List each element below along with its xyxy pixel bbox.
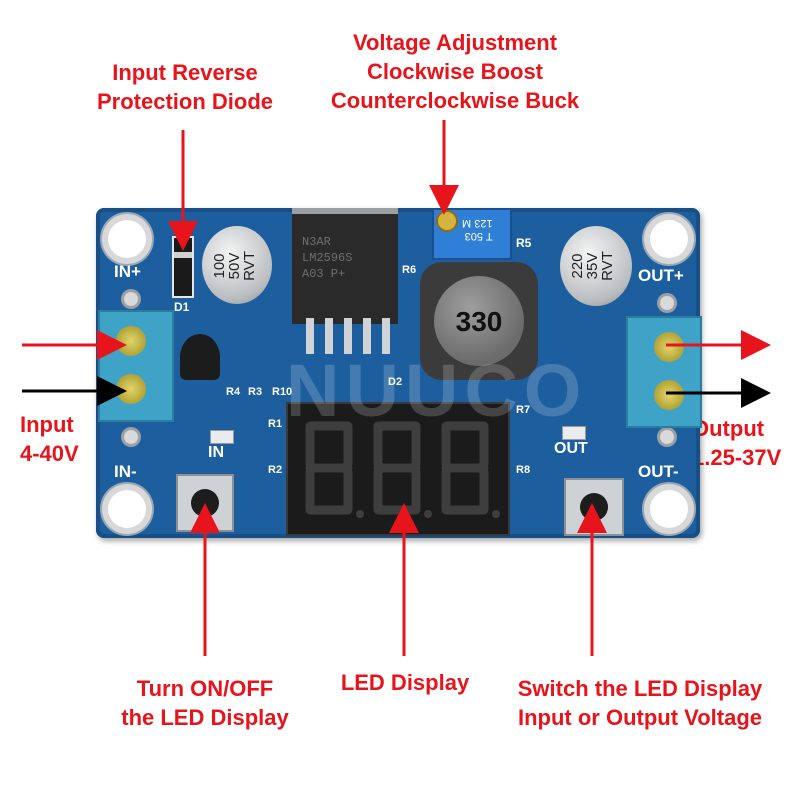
pad-out-1 xyxy=(660,296,674,310)
silk-out-led: OUT xyxy=(554,440,588,457)
pad-out-2 xyxy=(660,430,674,444)
led-display xyxy=(286,402,510,536)
label-output: Output 1.25-37V xyxy=(692,416,782,470)
label-led-display: LED Display xyxy=(340,670,470,695)
label-input: Input 4-40V xyxy=(20,412,79,466)
silk-r8: R8 xyxy=(516,464,531,476)
label-reverse-diode: Input Reverse Protection Diode xyxy=(96,60,273,114)
label-switch-display: Switch the LED Display Input or Output V… xyxy=(517,676,763,730)
silk-r2: R2 xyxy=(268,464,283,476)
regulator-ic: N3AR LM2596S A03 P+ xyxy=(292,208,398,324)
inductor: 330 xyxy=(420,262,538,380)
pad-in-2 xyxy=(124,430,138,444)
silk-out-plus: OUT+ xyxy=(638,266,684,285)
silk-d1: D1 xyxy=(174,300,190,314)
pcb-board: IN+ IN- OUT+ OUT- D1 100 50V RVT N3AR LM… xyxy=(96,208,702,538)
silk-r1: R1 xyxy=(268,418,283,430)
silk-in-minus: IN- xyxy=(114,462,137,481)
voltage-adjust-potentiometer[interactable]: T 503 123 M xyxy=(432,208,512,260)
silk-r4: R4 xyxy=(226,386,241,398)
output-terminal-block[interactable] xyxy=(626,316,702,428)
mount-hole-bottom-right xyxy=(650,490,688,528)
pad-in-1 xyxy=(124,292,138,306)
silk-r7: R7 xyxy=(516,404,531,416)
transistor xyxy=(180,334,220,380)
silk-d2: D2 xyxy=(388,376,403,388)
seven-segment-digits xyxy=(305,421,500,518)
mount-hole-top-right xyxy=(650,220,688,258)
silk-r5: R5 xyxy=(516,236,532,250)
watermark: NUUCO xyxy=(286,349,588,432)
silk-in-plus: IN+ xyxy=(114,262,141,281)
label-turn-onoff: Turn ON/OFF the LED Display xyxy=(121,676,289,730)
silk-in-led: IN xyxy=(208,444,224,461)
silk-r10: R10 xyxy=(272,386,293,398)
out-led xyxy=(562,426,586,440)
silk-r3: R3 xyxy=(248,386,263,398)
silk-r6: R6 xyxy=(402,264,417,276)
in-led xyxy=(210,430,234,444)
ic-pins xyxy=(302,318,392,354)
input-capacitor: 100 50V RVT xyxy=(202,226,272,304)
output-capacitor: 220 35V RVT xyxy=(560,226,632,306)
mount-hole-top-left xyxy=(108,220,146,258)
silk-out-minus: OUT- xyxy=(638,462,679,481)
label-voltage-adjustment: Voltage Adjustment Clockwise Boost Count… xyxy=(330,30,580,113)
mount-hole-bottom-left xyxy=(108,490,146,528)
